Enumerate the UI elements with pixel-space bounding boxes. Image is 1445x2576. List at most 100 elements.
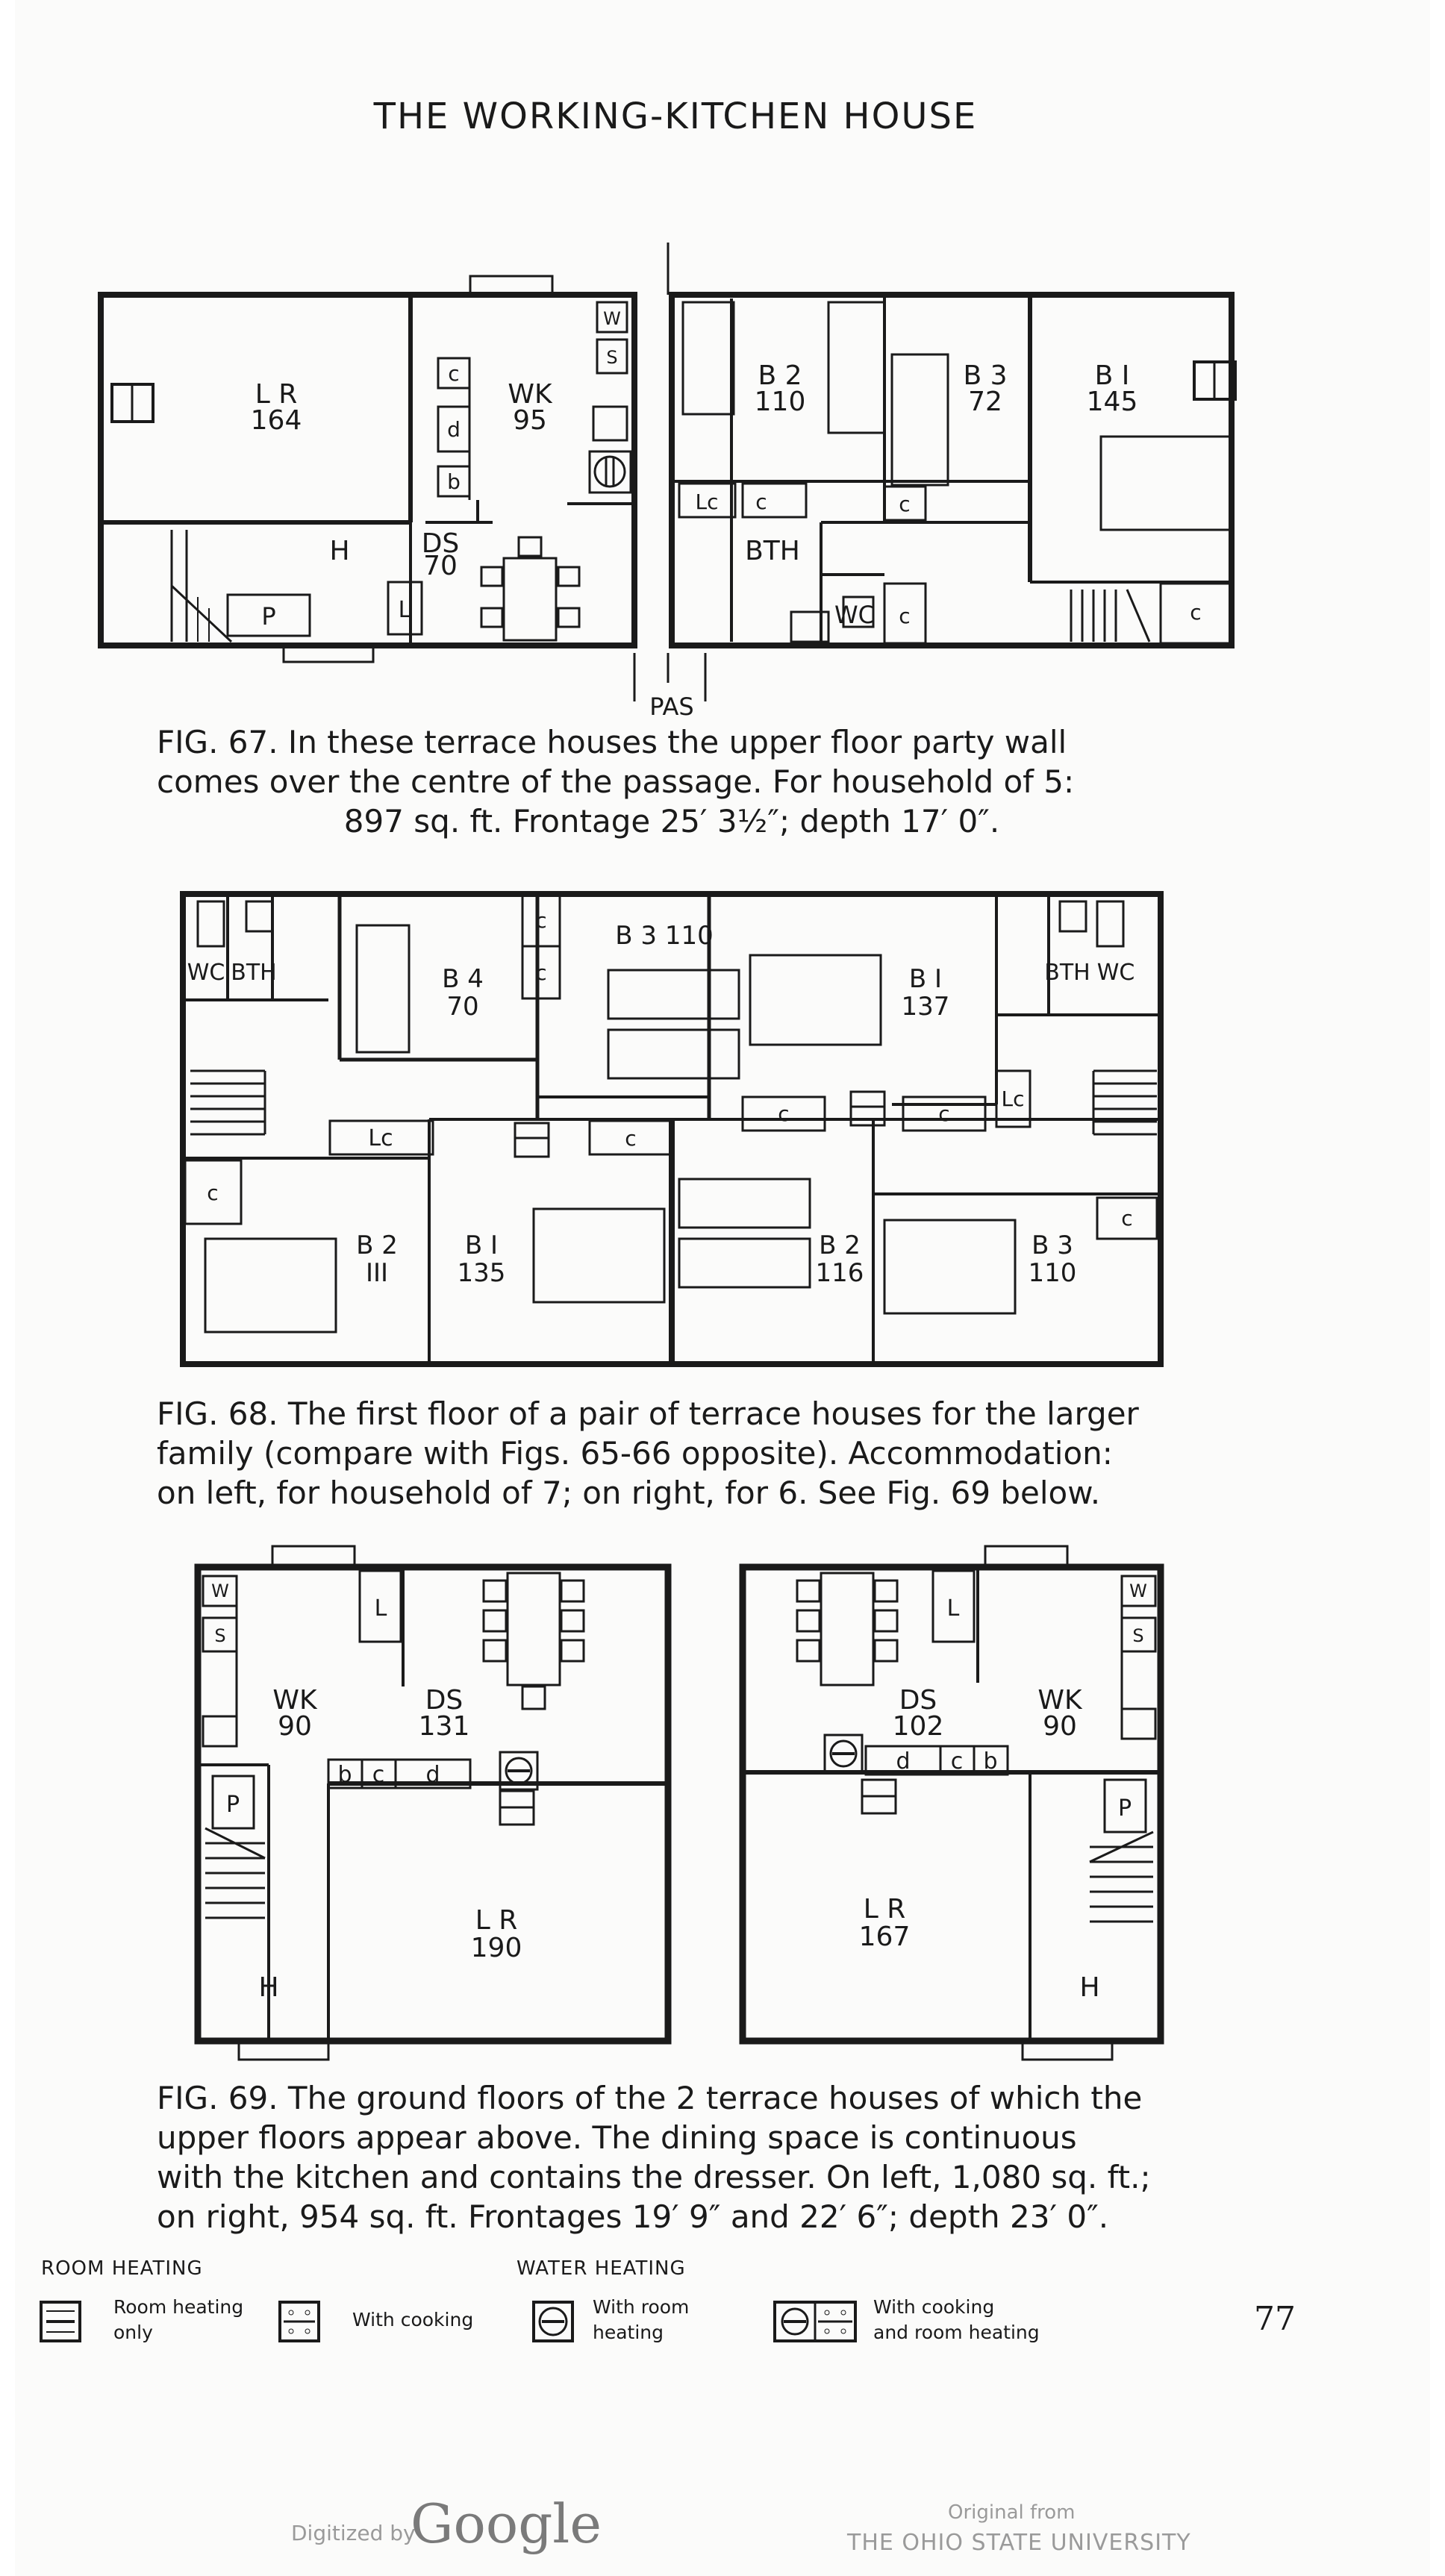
fig67-b2-area: 110 [755, 387, 806, 417]
fig68-cupboard-b3-right-label: c [1121, 1206, 1132, 1231]
fig68-b1-right-area: 137 [902, 992, 950, 1022]
legend-item-1: Room heating only [113, 2295, 243, 2345]
fig67-cupboard-b3-label: c [899, 492, 910, 516]
fig69-right-lr-area: 167 [859, 1922, 911, 1952]
fig67-caption-line-2: comes over the centre of the passage. Fo… [157, 763, 1075, 800]
fig68-b2-left-area: III [366, 1258, 388, 1288]
fig67-ds-label: DS [422, 528, 460, 559]
fig67-cupboard-b1-label: c [1190, 600, 1201, 625]
fig69-left-cupboard-label: c [372, 1762, 385, 1788]
fig67-sink-label: S [606, 347, 617, 368]
fig67-larder-label: L [399, 597, 411, 623]
fig67-hall-label: H [329, 536, 349, 566]
fig69-left-lr-area: 190 [471, 1933, 522, 1963]
fig68-b4-area: 70 [446, 992, 478, 1022]
fig68-cupboard-landing-label: c [778, 1101, 789, 1126]
google-logo-text: Google [411, 2492, 602, 2555]
legend-item-4-line-1: With cooking [873, 2296, 995, 2318]
fig67-pram-label: P [261, 602, 275, 631]
fig69-right-ds-area: 102 [893, 1711, 944, 1742]
fig69-right-hall-label: H [1079, 1972, 1099, 2003]
fig67-caption-line-1: FIG. 67. In these terrace houses the upp… [157, 724, 1067, 760]
fig67-washer-label: W [603, 308, 621, 329]
fig69-right-larder-label: L [947, 1595, 960, 1622]
legend-item-1-line-2: only [113, 2322, 153, 2343]
fig69-left-wk-label: WK [272, 1685, 318, 1716]
fig69-right-wk-label: WK [1037, 1685, 1083, 1716]
fig68-cupboard-b4-label: c [535, 960, 546, 985]
fig67-b1-label: B I [1095, 360, 1130, 391]
fig68-cupboard-b2-left-label: c [207, 1181, 218, 1205]
fig67-b2-label: B 2 [758, 360, 802, 391]
fig69-left-washer-label: W [211, 1581, 229, 1601]
fig68-b1-left-label: B I [465, 1231, 498, 1260]
fig68-cupboard-b1-right-label: c [938, 1101, 949, 1126]
fig69-right-pram-label: P [1118, 1795, 1132, 1822]
legend-room-heating-title: ROOM HEATING [41, 2257, 203, 2280]
water-heating-with-cooking-and-room-heating-icon [773, 2301, 857, 2342]
fig68-b1-left-area: 135 [458, 1258, 506, 1288]
university-label: THE OHIO STATE UNIVERSITY [847, 2530, 1191, 2556]
digitized-by-label: Digitized by [291, 2521, 416, 2545]
fig69-right-lr-label: L R [864, 1894, 906, 1925]
fig68-b2-right-label: B 2 [819, 1231, 861, 1260]
fig69-caption-line-1: FIG. 69. The ground floors of the 2 terr… [157, 2080, 1143, 2116]
fig69-right-sink-label: S [1132, 1625, 1143, 1646]
fig68-linen-cupboard-left-label: Lc [368, 1125, 393, 1151]
fig67-plan: L R 164 WK 95 DS 70 H P L c d b W S B 2 … [98, 243, 1237, 721]
fig68-b1-right-label: B I [909, 964, 942, 994]
legend-item-3: With room heating [593, 2295, 689, 2345]
fig69-caption-line-4: on right, 954 sq. ft. Frontages 19′ 9″ a… [157, 2198, 1109, 2235]
fig67-caption-line-3: 897 sq. ft. Frontage 25′ 3½″; depth 17′ … [343, 803, 1000, 840]
fig69-right-wk-area: 90 [1043, 1711, 1077, 1742]
page-heading: THE WORKING-KITCHEN HOUSE [373, 96, 978, 137]
fig67-b1-area: 145 [1087, 387, 1138, 417]
fig69-caption: FIG. 69. The ground floors of the 2 terr… [157, 2078, 1217, 2236]
fig68-cupboard-b1-left-label: c [625, 1126, 636, 1151]
fig68-wc-right-label: WC [1097, 960, 1135, 986]
fig67-b3-area: 72 [968, 387, 1002, 417]
fig67-wk-area: 95 [513, 405, 547, 436]
room-heating-only-icon [40, 2301, 81, 2342]
fig69-caption-line-2: upper floors appear above. The dining sp… [157, 2119, 1077, 2156]
fig68-plan: WC BTH B 4 70 c c B 3 110 B I 137 BTH WC… [180, 891, 1164, 1367]
fig68-caption-line-3: on left, for household of 7; on right, f… [157, 1475, 1101, 1511]
book-page: THE WORKING-KITCHEN HOUSE [15, 0, 1430, 2576]
fig69-left-sink-label: S [214, 1625, 225, 1646]
legend-item-2-line-1: With cooking [352, 2309, 474, 2330]
fig68-b2-right-area: 116 [816, 1258, 864, 1288]
fig67-wk-label: WK [508, 379, 553, 410]
fig68-bath-left-label: BTH [231, 960, 276, 986]
fig69-left-ds-label: DS [425, 1685, 464, 1716]
fig68-caption-line-1: FIG. 68. The first floor of a pair of te… [157, 1395, 1139, 1432]
fig68-b3-right-label: B 3 [1032, 1231, 1073, 1260]
fig69-caption-line-3: with the kitchen and contains the dresse… [157, 2159, 1151, 2195]
fig68-bath-right-label: BTH [1044, 960, 1090, 986]
legend-item-1-line-1: Room heating [113, 2296, 244, 2318]
fig67-dresser-label: d [447, 417, 461, 442]
fig69-left-lr-label: L R [475, 1905, 518, 1936]
fig67-ds-area: 70 [423, 551, 458, 581]
fig67-b3-label: B 3 [963, 360, 1007, 391]
fig69-right-cupboard-label: c [951, 1748, 964, 1775]
fig68-b4-label: B 4 [442, 964, 484, 994]
legend-item-4: With cooking and room heating [873, 2295, 1040, 2345]
fig67-boiler-label: b [447, 469, 461, 494]
legend-item-4-line-2: and room heating [873, 2322, 1040, 2343]
fig67-linen-cupboard-label: Lc [696, 490, 719, 514]
fig69-left-hall-label: H [258, 1972, 278, 2003]
fig67-cupboard-b2-label: c [755, 490, 767, 514]
fig68-caption: FIG. 68. The first floor of a pair of te… [157, 1394, 1217, 1513]
fig69-right-washer-label: W [1129, 1581, 1147, 1601]
legend-icons [40, 2301, 857, 2342]
room-heating-with-cooking-icon [278, 2301, 320, 2342]
fig69-left-larder-label: L [375, 1595, 387, 1622]
water-heating-with-room-heating-icon [532, 2301, 574, 2342]
legend-item-3-line-1: With room [593, 2296, 690, 2318]
fig69-right-ds-label: DS [899, 1685, 937, 1716]
fig67-wc-label: WC [834, 601, 875, 629]
fig68-b2-left-label: B 2 [356, 1231, 398, 1260]
fig67-cupboard-label: c [448, 361, 459, 386]
fig68-b3-right-area: 110 [1029, 1258, 1077, 1288]
fig69-left-wk-area: 90 [278, 1711, 312, 1742]
